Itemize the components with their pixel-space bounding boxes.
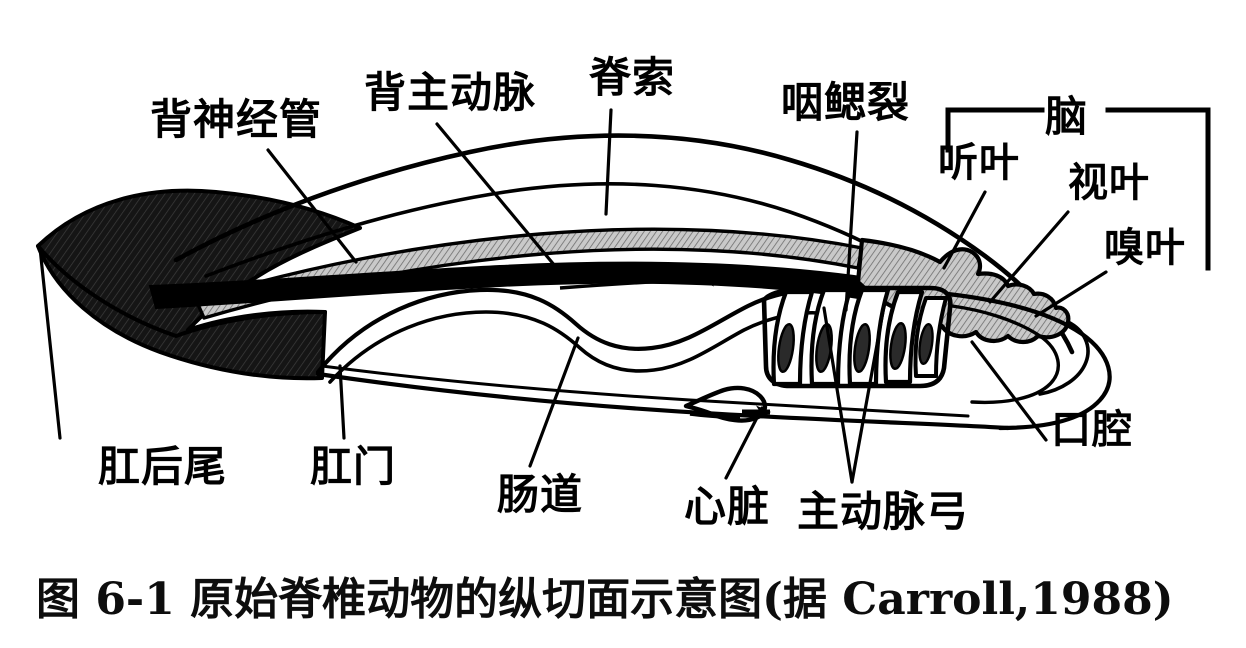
tail-lower-lobe: [36, 244, 327, 381]
aortic-arch-vessel-5: [918, 322, 934, 366]
label-auditory-lobe: 听叶: [938, 140, 1020, 186]
leader-aortic-arch-left: [822, 306, 854, 484]
leader-optic-lobe: [988, 210, 1070, 304]
label-olfactory-lobe: 嗅叶: [1104, 225, 1186, 271]
brain-bracket: [945, 107, 1211, 271]
leader-olfactory-lobe: [1034, 270, 1108, 318]
label-brain: 脑: [1045, 92, 1089, 141]
leader-post-anal-tail: [38, 246, 62, 440]
aortic-arch-vessel-3: [853, 322, 871, 374]
leader-notochord: [604, 108, 613, 216]
intestine-upper-wall: [315, 287, 833, 375]
label-oral-cavity: 口腔: [1051, 407, 1133, 453]
intestine-lower-wall: [328, 310, 830, 384]
aortic-arch-vessel-4: [889, 321, 907, 371]
leader-heart: [724, 406, 764, 480]
label-aortic-arches: 主动脉弓: [797, 487, 970, 536]
leader-lines-group: [38, 108, 1108, 484]
label-anus: 肛门: [310, 442, 397, 491]
aortic-arch-vessel-1: [777, 322, 795, 374]
figure-caption: 图 6-1 原始脊椎动物的纵切面示意图(据 Carroll,1988): [36, 574, 1174, 625]
ventral-inner-contour: [320, 364, 970, 418]
ventral-outline: [315, 371, 1011, 431]
label-dorsal-aorta: 背主动脉: [364, 68, 537, 117]
leader-intestine: [528, 336, 580, 468]
gill-arches-group: [771, 287, 948, 387]
leader-gill-slits: [844, 130, 859, 312]
leader-dorsal-aorta: [435, 122, 562, 274]
dorsal-aorta-line: [559, 276, 771, 290]
label-heart: 心脏: [684, 482, 771, 531]
heart-inflow: [689, 412, 741, 420]
leader-aortic-arch-right: [850, 304, 886, 484]
dorsal-outline: [173, 133, 1075, 355]
label-post-anal-tail: 肛后尾: [98, 442, 228, 491]
label-optic-lobe: 视叶: [1068, 160, 1150, 206]
label-intestine: 肠道: [497, 470, 584, 519]
leader-anus: [338, 364, 346, 440]
leader-dorsal-nerve-cord: [266, 148, 358, 264]
body-group: [36, 133, 1112, 431]
label-dorsal-nerve-cord: 背神经管: [150, 95, 323, 144]
leader-oral-cavity: [970, 340, 1048, 442]
label-pharyngeal-gill-slits: 咽鳃裂: [781, 78, 911, 127]
label-notochord: 脊索: [589, 53, 676, 102]
leader-auditory-lobe: [942, 190, 987, 270]
head-outline: [945, 291, 1112, 431]
snout-fold: [1038, 320, 1090, 396]
